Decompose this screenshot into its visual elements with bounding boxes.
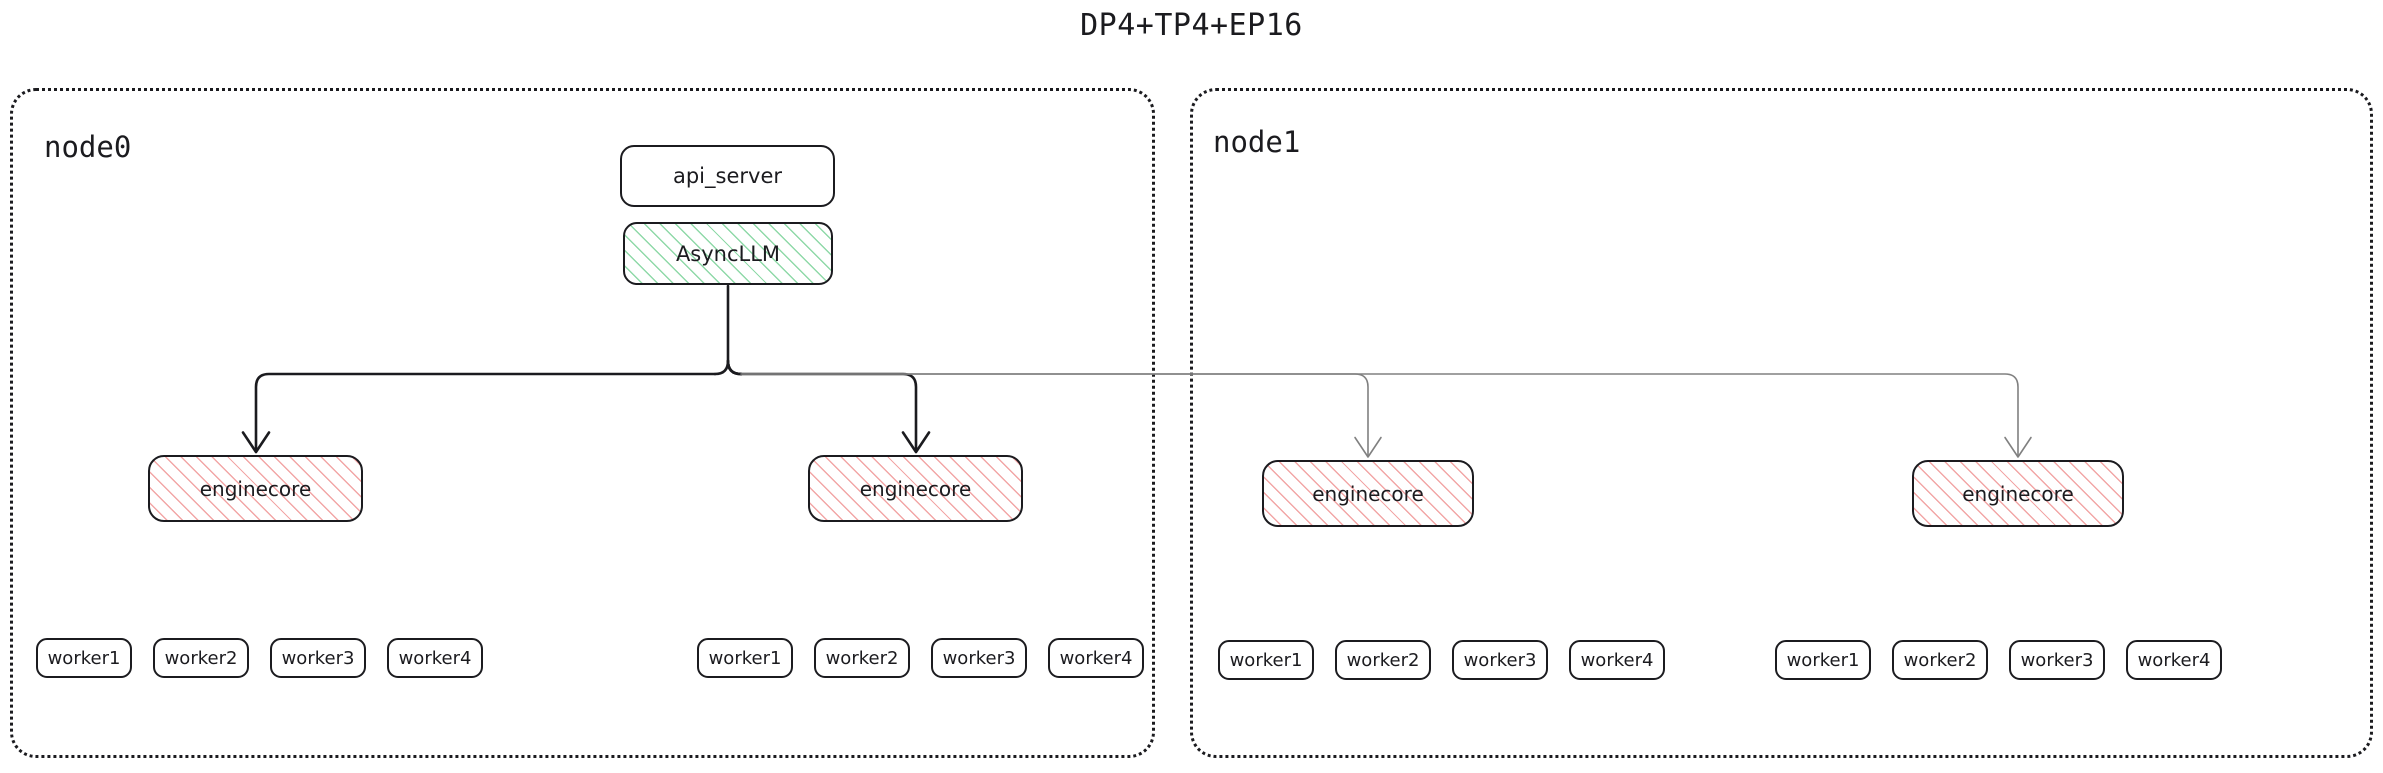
- enginecore-node[interactable]: enginecore: [1912, 460, 2124, 527]
- worker-node[interactable]: worker3: [2009, 640, 2105, 680]
- worker-node[interactable]: worker2: [1892, 640, 1988, 680]
- worker-label: worker3: [942, 647, 1016, 669]
- worker-label: worker4: [398, 647, 472, 669]
- enginecore-label: enginecore: [1962, 481, 2074, 506]
- worker-label: worker3: [2020, 649, 2094, 671]
- worker-label: worker3: [281, 647, 355, 669]
- worker-node[interactable]: worker3: [931, 638, 1027, 678]
- api-server-node[interactable]: api_server: [620, 145, 835, 207]
- worker-node[interactable]: worker4: [1569, 640, 1665, 680]
- worker-node[interactable]: worker1: [1218, 640, 1314, 680]
- worker-node[interactable]: worker3: [270, 638, 366, 678]
- worker-node[interactable]: worker2: [814, 638, 910, 678]
- worker-label: worker2: [1903, 649, 1977, 671]
- enginecore-label: enginecore: [859, 476, 972, 501]
- enginecore-node[interactable]: enginecore: [808, 455, 1023, 522]
- worker-label: worker4: [2137, 649, 2211, 671]
- worker-node[interactable]: worker1: [36, 638, 132, 678]
- node-label-node1: node1: [1213, 125, 1301, 159]
- async-llm-node[interactable]: AsyncLLM: [623, 222, 833, 285]
- worker-node[interactable]: worker1: [1775, 640, 1871, 680]
- worker-label: worker3: [1463, 649, 1537, 671]
- worker-label: worker1: [1786, 649, 1860, 671]
- worker-label: worker2: [825, 647, 899, 669]
- enginecore-label: enginecore: [1312, 481, 1424, 506]
- worker-label: worker4: [1059, 647, 1133, 669]
- worker-label: worker1: [47, 647, 121, 669]
- worker-node[interactable]: worker3: [1452, 640, 1548, 680]
- worker-node[interactable]: worker4: [2126, 640, 2222, 680]
- async-llm-label: AsyncLLM: [675, 241, 781, 266]
- worker-node[interactable]: worker2: [153, 638, 249, 678]
- api-server-label: api_server: [672, 164, 782, 188]
- worker-label: worker1: [1229, 649, 1303, 671]
- worker-label: worker4: [1580, 649, 1654, 671]
- enginecore-node[interactable]: enginecore: [148, 455, 363, 522]
- worker-node[interactable]: worker4: [1048, 638, 1144, 678]
- worker-node[interactable]: worker4: [387, 638, 483, 678]
- worker-label: worker2: [1346, 649, 1420, 671]
- worker-node[interactable]: worker2: [1335, 640, 1431, 680]
- page-title: DP4+TP4+EP16: [1080, 8, 1303, 43]
- worker-label: worker1: [708, 647, 782, 669]
- worker-node[interactable]: worker1: [697, 638, 793, 678]
- enginecore-label: enginecore: [199, 476, 312, 501]
- enginecore-node[interactable]: enginecore: [1262, 460, 1474, 527]
- worker-label: worker2: [164, 647, 238, 669]
- node-label-node0: node0: [44, 130, 132, 164]
